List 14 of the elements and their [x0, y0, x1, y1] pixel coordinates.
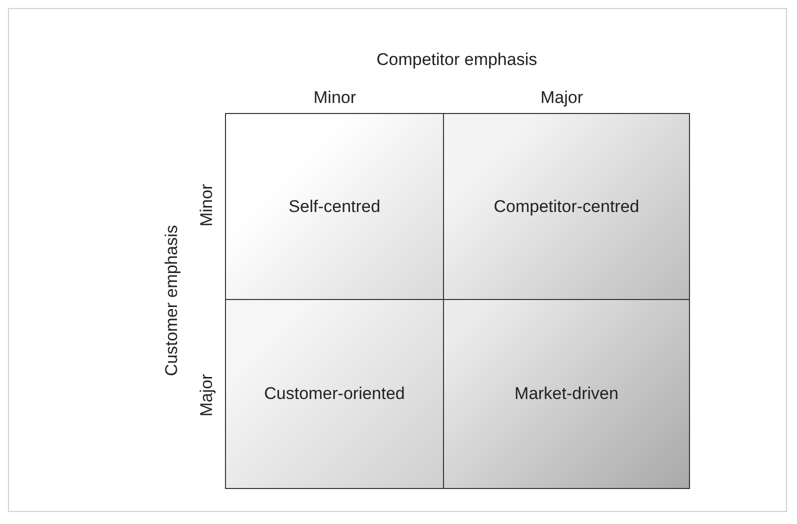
matrix-cell	[443, 113, 690, 300]
quadrant-label: Competitor-centred	[494, 196, 640, 216]
matrix-cell	[443, 299, 690, 489]
column-header: Minor	[314, 88, 356, 108]
matrix-cell	[225, 299, 444, 489]
column-header: Major	[540, 88, 584, 108]
row-header: Minor	[197, 184, 217, 226]
quadrant-label: Customer-oriented	[264, 384, 405, 404]
matrix-cell	[225, 113, 444, 300]
axis-title: Competitor emphasis	[376, 50, 538, 70]
quadrant-label: Market-driven	[514, 384, 618, 404]
row-header: Major	[197, 374, 217, 416]
quadrant-label: Self-centred	[288, 196, 380, 216]
axis-title: Customer emphasis	[162, 224, 182, 376]
